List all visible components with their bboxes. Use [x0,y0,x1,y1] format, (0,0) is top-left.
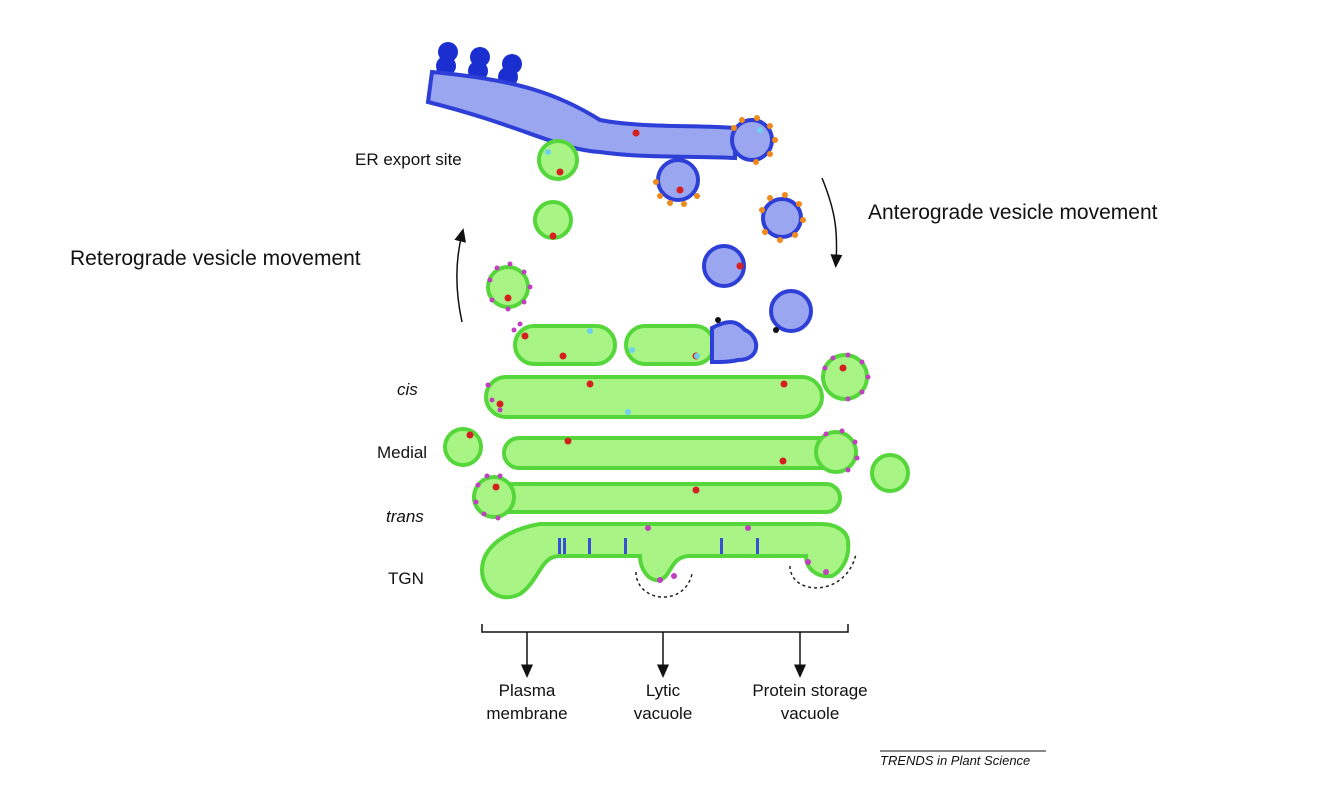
cargo-markers [504,129,744,302]
golgi-vesicle-left [443,427,483,467]
er-export-site-label: ER export site [355,150,462,169]
medial-cisterna [502,436,858,470]
destination-plasma-line2: membrane [486,704,567,723]
uncoated-vesicle [769,289,813,333]
cargo-markers-golgi [466,332,847,494]
copi-bud-medial [814,430,858,474]
er-tubule [425,69,737,161]
copi-bud-trans [472,475,516,519]
black-particles [715,317,779,333]
copii-coat-dots [653,115,778,207]
uncoated-vesicle [702,244,746,288]
light-blue-markers [545,127,763,415]
destination-plasma-line1: Plasma [499,681,556,700]
credit-text: TRENDS in Plant Science [880,753,1030,768]
copi-coat-dots [487,261,533,312]
copi-coat-dots-golgi [473,321,871,521]
er-terminal-bud [730,118,774,162]
cis-label: cis [397,380,418,399]
cis-cisterna-fragment-right [624,324,716,366]
er-fusion-bud [710,320,759,365]
destination-lytic-line1: Lytic [646,681,681,700]
destination-storage-line1: Protein storage [752,681,867,700]
trans-cisterna [472,482,842,514]
anterograde-arrow [821,177,843,268]
cis-cisterna-fragment-left [513,324,617,366]
tgn-receptors [558,525,829,583]
tgn-cisterna [479,522,851,600]
destination-storage-line2: vacuole [781,704,840,723]
copii-vesicle [761,197,803,239]
retrograde-arrow [454,228,467,323]
copii-vesicle-coat [759,192,806,243]
clathrin-coat-lytic [635,571,693,598]
tgn-label: TGN [388,569,424,588]
trans-label: trans [386,507,424,526]
destination-lytic-line2: vacuole [634,704,693,723]
anterograde-label: Anterograde vesicle movement [868,201,1158,224]
er-bud-copii [656,158,700,202]
cis-cisterna [484,375,824,419]
sorting-bracket [481,624,849,633]
clathrin-coat-storage [789,553,857,589]
medial-label: Medial [377,443,427,462]
golgi-vesicle-right [870,453,910,493]
retrograde-label: Reterograde vesicle movement [70,247,361,270]
